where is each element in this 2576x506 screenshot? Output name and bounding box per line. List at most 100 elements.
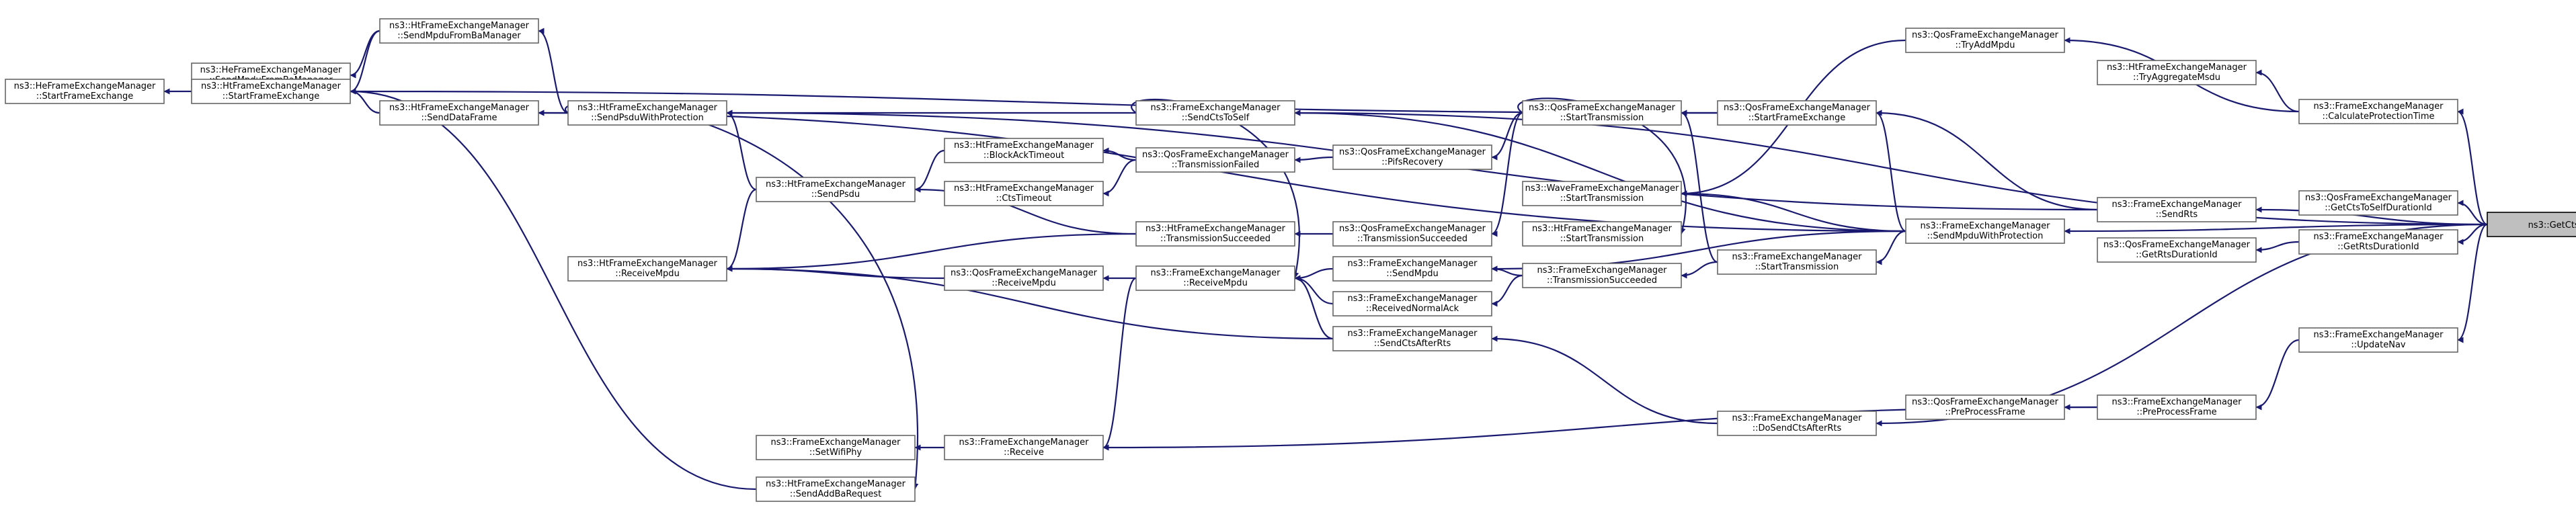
node-feSendMpduWP[interactable]: ns3::FrameExchangeManager::SendMpduWithP… — [1905, 218, 2065, 244]
node-box — [1135, 265, 1295, 291]
node-box — [1135, 147, 1295, 173]
node-box — [1332, 326, 1492, 351]
edge-qosTransFailed-to-htCtsTimeout — [1102, 159, 1137, 197]
node-label: ::StartFrameExchange — [36, 91, 134, 101]
edge-feGetRtsDurationId-to-qosGetRtsDurationId — [2255, 241, 2300, 253]
node-label: ::SendRts — [2156, 210, 2198, 220]
node-qosTransFailed[interactable]: ns3::QosFrameExchangeManager::Transmissi… — [1135, 147, 1295, 173]
node-feSetWifiPhy[interactable]: ns3::FrameExchangeManager::SetWifiPhy — [756, 435, 916, 460]
node-htTryAggMsdu[interactable]: ns3::HtFrameExchangeManager::TryAggregat… — [2097, 60, 2257, 85]
node-label: ns3::GetCtsSize — [2528, 220, 2576, 230]
node-htStartTrans[interactable]: ns3::HtFrameExchangeManager::StartTransm… — [1522, 221, 1682, 247]
node-label: ::ReceiveMpdu — [992, 278, 1056, 288]
node-heStartFE[interactable]: ns3::HeFrameExchangeManager::StartFrameE… — [5, 79, 165, 104]
node-feSendMpdu[interactable]: ns3::FrameExchangeManager::SendMpdu — [1332, 256, 1492, 282]
edge-root-to-feGetRtsDurationId — [2457, 223, 2488, 245]
node-feDoSendCtsAfterRts[interactable]: ns3::FrameExchangeManager::DoSendCtsAfte… — [1717, 411, 1877, 436]
node-label: ns3::HtFrameExchangeManager — [954, 140, 1094, 151]
node-qosGetCtsToSelfDur[interactable]: ns3::QosFrameExchangeManager::GetCtsToSe… — [2298, 190, 2458, 216]
edge-feSendRts-to-qosStartFE — [1876, 110, 2098, 211]
edge-qosPifsRecovery-to-qosTransFailed — [1294, 156, 1334, 163]
node-feReceiveMpdu[interactable]: ns3::FrameExchangeManager::ReceiveMpdu — [1135, 265, 1295, 291]
node-htCtsTimeout[interactable]: ns3::HtFrameExchangeManager::CtsTimeout — [944, 181, 1104, 206]
node-label: ::GetRtsDurationId — [2337, 242, 2419, 252]
node-feSendCtsToSelf[interactable]: ns3::FrameExchangeManager::SendCtsToSelf — [1135, 100, 1295, 126]
node-feGetRtsDurationId[interactable]: ns3::FrameExchangeManager::GetRtsDuratio… — [2298, 229, 2458, 255]
edge-feReceiveMpdu-to-feReceive — [1102, 277, 1137, 451]
node-label: ns3::FrameExchangeManager — [1150, 268, 1281, 278]
node-qosTryAddMpdu[interactable]: ns3::QosFrameExchangeManager::TryAddMpdu — [1905, 28, 2065, 53]
node-box — [2298, 99, 2458, 124]
node-box — [567, 256, 727, 282]
node-feCalcProtTime[interactable]: ns3::FrameExchangeManager::CalculateProt… — [2298, 99, 2458, 124]
node-box — [2097, 394, 2257, 420]
node-label: ns3::QosFrameExchangeManager — [1529, 103, 1676, 113]
node-feSendRts[interactable]: ns3::FrameExchangeManager::SendRts — [2097, 197, 2257, 222]
node-label: ::StartFrameExchange — [1748, 113, 1846, 123]
node-label: ns3::HtFrameExchangeManager — [766, 479, 906, 489]
node-label: ::CtsTimeout — [996, 194, 1052, 204]
node-label: ns3::FrameExchangeManager — [1920, 221, 2050, 231]
node-box — [379, 18, 539, 44]
node-label: ::SendMpduWithProtection — [1927, 231, 2044, 241]
node-label: ns3::HtFrameExchangeManager — [389, 103, 530, 113]
node-htSendPsduWP[interactable]: ns3::HtFrameExchangeManager::SendPsduWit… — [567, 100, 727, 126]
node-qosTransSucc[interactable]: ns3::QosFrameExchangeManager::Transmissi… — [1332, 221, 1492, 247]
node-feSendCtsAfterRts[interactable]: ns3::FrameExchangeManager::SendCtsAfterR… — [1332, 326, 1492, 351]
edge-feTransSucc-to-feSendMpdu — [1491, 265, 1523, 277]
node-label: ns3::HeFrameExchangeManager — [200, 65, 342, 75]
node-qosPreProcessFrame[interactable]: ns3::QosFrameExchangeManager::PreProcess… — [1905, 394, 2065, 420]
node-box — [1332, 144, 1492, 170]
edge-htSendMpduFromBa-to-heSendMpduFromBa — [350, 30, 380, 79]
node-label: ns3::WaveFrameExchangeManager — [1525, 183, 1679, 194]
edge-feSendMpduWP-to-qosStartFE — [1876, 110, 1906, 233]
node-feStartTrans[interactable]: ns3::FrameExchangeManager::StartTransmis… — [1717, 249, 1877, 275]
node-fePreProcessFrame[interactable]: ns3::FrameExchangeManager::PreProcessFra… — [2097, 394, 2257, 420]
node-label: ns3::HtFrameExchangeManager — [201, 81, 341, 91]
node-label: ::PifsRecovery — [1381, 157, 1443, 167]
node-label: ::StartTransmission — [1755, 262, 1839, 272]
edge-feDoSendCtsAfterRts-to-feSendCtsAfterRts — [1491, 335, 1718, 425]
node-label: ns3::HtFrameExchangeManager — [1145, 224, 1286, 234]
node-feUpdateNav[interactable]: ns3::FrameExchangeManager::UpdateNav — [2298, 327, 2458, 353]
node-label: ::ReceivedNormalAck — [1366, 304, 1459, 314]
node-qosStartTrans[interactable]: ns3::QosFrameExchangeManager::StartTrans… — [1522, 100, 1682, 126]
node-htTransSucc[interactable]: ns3::HtFrameExchangeManager::Transmissio… — [1135, 221, 1295, 247]
edge-feCalcProtTime-to-htTryAggMsdu — [2255, 69, 2300, 113]
node-label: ns3::HtFrameExchangeManager — [389, 21, 530, 31]
node-htBlockAckTimeout[interactable]: ns3::HtFrameExchangeManager::BlockAckTim… — [944, 138, 1104, 163]
node-htSendMpduFromBa[interactable]: ns3::HtFrameExchangeManager::SendMpduFro… — [379, 18, 539, 44]
node-box — [944, 265, 1104, 291]
node-htSendPsdu[interactable]: ns3::HtFrameExchangeManager::SendPsdu — [756, 177, 916, 202]
node-box — [1332, 221, 1492, 247]
node-box — [2298, 190, 2458, 216]
node-label: ::TryAggregateMsdu — [2133, 73, 2220, 83]
node-label: ::SendCtsToSelf — [1182, 113, 1250, 123]
node-box — [1522, 100, 1682, 126]
node-htReceiveMpdu[interactable]: ns3::HtFrameExchangeManager::ReceiveMpdu — [567, 256, 727, 282]
node-label: ::UpdateNav — [2351, 340, 2406, 350]
edge-feSendMpduWP-to-feStartTrans — [1876, 230, 1906, 265]
node-qosStartFE[interactable]: ns3::QosFrameExchangeManager::StartFrame… — [1717, 100, 1877, 126]
node-box — [756, 476, 916, 502]
edge-htSendDataFrame-to-htStartFE — [350, 88, 380, 114]
node-feRecvNormalAck[interactable]: ns3::FrameExchangeManager::ReceivedNorma… — [1332, 291, 1492, 317]
node-label: ns3::HtFrameExchangeManager — [954, 183, 1094, 194]
node-root[interactable]: ns3::GetCtsSize — [2487, 212, 2576, 237]
node-label: ns3::FrameExchangeManager — [1347, 329, 1478, 339]
node-label: ::TryAddMpdu — [1956, 40, 2015, 50]
node-waveStartTrans[interactable]: ns3::WaveFrameExchangeManager::StartTran… — [1522, 181, 1682, 206]
node-htSendDataFrame[interactable]: ns3::HtFrameExchangeManager::SendDataFra… — [379, 100, 539, 126]
edge-feSendMpduWP-to-waveStartTrans — [1681, 190, 1906, 233]
node-htStartFE[interactable]: ns3::HtFrameExchangeManager::StartFrameE… — [191, 79, 351, 104]
node-qosPifsRecovery[interactable]: ns3::QosFrameExchangeManager::PifsRecove… — [1332, 144, 1492, 170]
node-feReceive[interactable]: ns3::FrameExchangeManager::Receive — [944, 435, 1104, 460]
node-qosGetRtsDurationId[interactable]: ns3::QosFrameExchangeManager::GetRtsDura… — [2097, 237, 2257, 263]
edge-feSendCtsToSelf-to-feReceiveMpdu — [1131, 98, 1300, 279]
node-feTransSucc[interactable]: ns3::FrameExchangeManager::TransmissionS… — [1522, 263, 1682, 288]
node-htSendAddBa[interactable]: ns3::HtFrameExchangeManager::SendAddBaRe… — [756, 476, 916, 502]
node-box — [1717, 411, 1877, 436]
node-box — [944, 435, 1104, 460]
node-box — [191, 79, 351, 104]
node-qosReceiveMpdu[interactable]: ns3::QosFrameExchangeManager::ReceiveMpd… — [944, 265, 1104, 291]
